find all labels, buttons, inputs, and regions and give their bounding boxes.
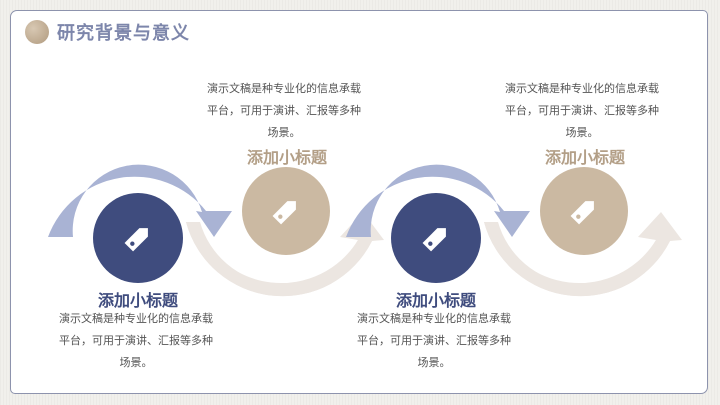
step-4-description: 演示文稿是种专业化的信息承载 平台，可用于演讲、汇报等多种 场景。: [492, 78, 672, 144]
step-2-title: 添加小标题: [246, 148, 327, 167]
desc-line: 演示文稿是种专业化的信息承载: [59, 312, 213, 325]
desc-line: 场景。: [565, 126, 599, 139]
step-4-circle: [540, 167, 628, 255]
desc-line: 场景。: [267, 126, 301, 139]
step-2-description: 演示文稿是种专业化的信息承载 平台，可用于演讲、汇报等多种 场景。: [194, 78, 374, 144]
slide-header: 研究背景与意义: [25, 19, 190, 45]
desc-line: 演示文稿是种专业化的信息承载: [207, 82, 361, 95]
step-1-title: 添加小标题: [97, 291, 178, 310]
desc-line: 演示文稿是种专业化的信息承载: [505, 82, 659, 95]
tag-icon: [422, 228, 446, 252]
desc-line: 平台，可用于演讲、汇报等多种: [357, 334, 511, 347]
slide-title: 研究背景与意义: [57, 23, 190, 44]
blue-arrow-2: [346, 164, 530, 237]
desc-line: 平台，可用于演讲、汇报等多种: [207, 104, 361, 117]
step-3-description: 演示文稿是种专业化的信息承载 平台，可用于演讲、汇报等多种 场景。: [344, 308, 524, 374]
step-1-description: 演示文稿是种专业化的信息承载 平台，可用于演讲、汇报等多种 场景。: [46, 308, 226, 374]
desc-line: 平台，可用于演讲、汇报等多种: [59, 334, 213, 347]
step-3-circle: [391, 193, 481, 283]
blue-arrow-1: [48, 164, 232, 237]
tag-icon: [570, 201, 594, 225]
beige-arrow-1: [186, 212, 384, 297]
desc-line: 演示文稿是种专业化的信息承载: [357, 312, 511, 325]
tag-icon: [272, 201, 296, 225]
beige-arrow-2: [484, 212, 682, 297]
desc-line: 场景。: [119, 356, 153, 369]
step-4-title: 添加小标题: [544, 148, 625, 167]
desc-line: 场景。: [417, 356, 451, 369]
tag-icon: [124, 228, 148, 252]
step-1-circle: [93, 193, 183, 283]
step-3-title: 添加小标题: [395, 291, 476, 310]
desc-line: 平台，可用于演讲、汇报等多种: [505, 104, 659, 117]
step-2-circle: [242, 167, 330, 255]
header-bullet-dot: [25, 20, 49, 44]
